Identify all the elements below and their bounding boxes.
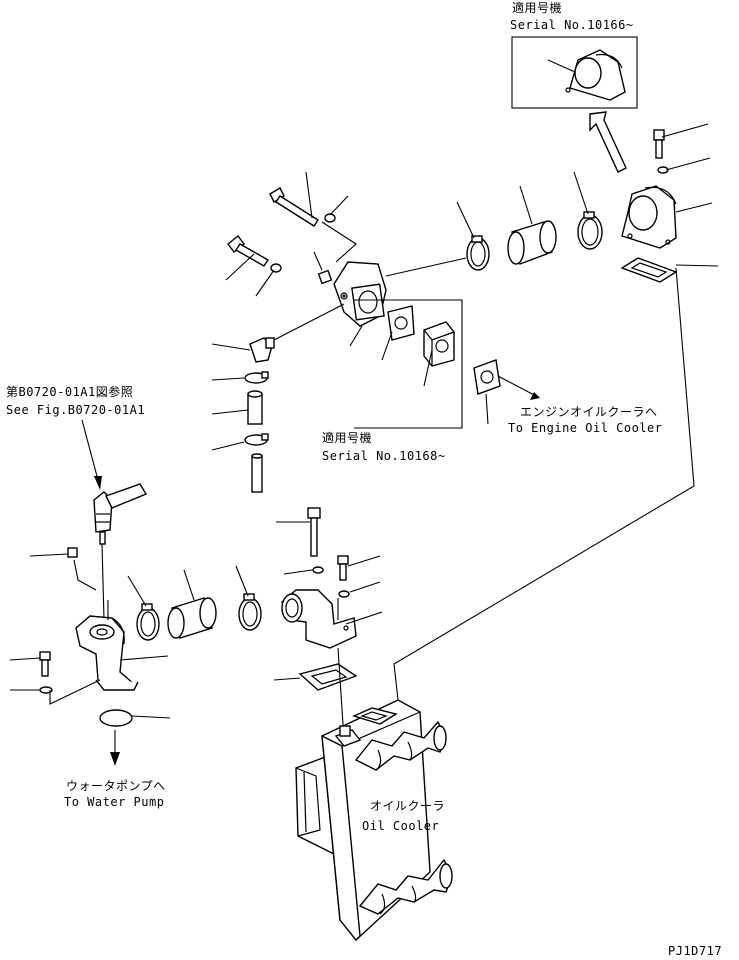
bolt-icon [39, 651, 51, 677]
gasket-icon [473, 359, 501, 395]
inset-middle-serial-label: Serial No.10168~ [322, 449, 446, 463]
to-engine-oil-cooler-jp: エンジンオイルクーラへ [520, 405, 658, 419]
elbow-fitting-icon [249, 337, 275, 363]
hose-clamp-icon [577, 211, 603, 250]
washer-icon [312, 566, 324, 574]
lower-hose-group [127, 565, 262, 641]
gasket-icon [387, 305, 415, 341]
bolt-icon [227, 235, 269, 267]
bolt-icon [653, 129, 665, 159]
inset-middle-applicable-label: 適用号機 [322, 430, 372, 445]
engine-oil-cooler-gasket: エンジンオイルクーラへ To Engine Oil Cooler [473, 359, 663, 435]
elbow-part [621, 185, 677, 249]
inset-top-right: 適用号機 Serial No.10166~ [510, 0, 638, 173]
upper-right-assembly [620, 123, 719, 283]
washer-icon [270, 263, 282, 273]
drawing-number: PJ1D717 [668, 944, 722, 958]
bolt-icon [337, 555, 349, 581]
oil-cooler-lower-tube [358, 858, 453, 915]
upper-left-assembly [211, 171, 467, 493]
to-water-pump-jp: ウォータポンプへ [66, 779, 166, 793]
connection-lines [337, 267, 695, 741]
washer-icon [338, 590, 350, 598]
bolt-icon [307, 507, 321, 557]
reference-callout: 第B0720-01A1図参照 See Fig.B0720-01A1 [6, 384, 145, 490]
hose-icon [507, 220, 557, 265]
direction-arrow-icon [94, 476, 102, 490]
pipe-icon [251, 453, 263, 493]
gasket-icon [99, 709, 133, 727]
reference-jp-label: 第B0720-01A1図参照 [6, 384, 133, 399]
flange-part [423, 321, 455, 367]
inset-top-serial-label: Serial No.10166~ [510, 18, 634, 32]
oil-cooler-part: オイルクーラ Oil Cooler [295, 699, 453, 942]
direction-arrow-icon [110, 752, 120, 766]
hose-clamp-icon [466, 235, 490, 271]
bolt-icon [269, 187, 319, 227]
water-outlet-elbow [75, 615, 139, 691]
hose-clamp-icon [136, 603, 160, 641]
oil-cooler-upper-tube [354, 720, 447, 771]
reference-en-label: See Fig.B0720-01A1 [6, 403, 145, 417]
inset-middle-frame [354, 299, 463, 429]
direction-arrow-icon [530, 392, 540, 400]
hose-clamp-icon [244, 371, 269, 384]
inset-elbow-part [565, 49, 626, 101]
hose-clamp-icon [244, 433, 269, 446]
hose-icon [167, 597, 217, 639]
to-water-pump-en: To Water Pump [64, 795, 164, 809]
washer-icon [324, 213, 336, 223]
pipe-icon [247, 390, 263, 425]
gasket-icon [298, 663, 358, 691]
to-engine-oil-cooler-en: To Engine Oil Cooler [508, 421, 663, 435]
inset-middle: 適用号機 Serial No.10168~ [322, 299, 463, 463]
middle-outlet-assembly [273, 507, 383, 691]
inset-direction-arrow [589, 111, 627, 173]
hose-clamp-icon [238, 593, 262, 631]
oil-cooler-en-label: Oil Cooler [362, 819, 439, 833]
upper-hose-group [456, 171, 603, 271]
thermostat-housing [333, 261, 387, 327]
oil-cooler-jp-label: オイルクーラ [370, 799, 445, 813]
plug-icon [67, 547, 78, 558]
plug-icon [317, 269, 333, 285]
outlet-housing [281, 589, 357, 649]
sensor-icon [93, 483, 148, 545]
inset-top-frame [511, 36, 638, 109]
oil-cooler-top-ports [334, 707, 398, 747]
left-sensor-assembly: ウォータポンプへ To Water Pump [9, 483, 171, 809]
gasket-icon [620, 257, 678, 283]
inset-top-applicable-label: 適用号機 [512, 0, 562, 15]
